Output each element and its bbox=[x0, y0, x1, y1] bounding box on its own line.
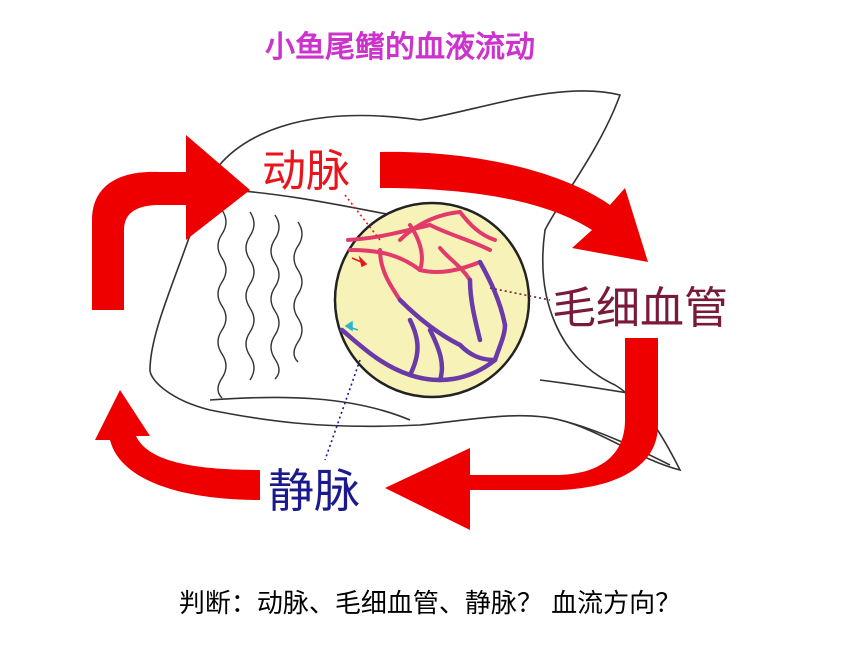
question-text: 判断：动脉、毛细血管、静脉？ 血流方向？ bbox=[178, 589, 682, 619]
arrow-left-up bbox=[92, 135, 250, 310]
artery-vessels bbox=[346, 210, 497, 302]
capillary-label: 毛细血管 bbox=[552, 283, 728, 334]
arrow-bottom-left bbox=[95, 390, 260, 500]
vein-pointer bbox=[324, 359, 361, 461]
page-title: 小鱼尾鳍的血液流动 bbox=[265, 30, 535, 65]
artery-label: 动脉 bbox=[262, 146, 350, 197]
fin-rays bbox=[217, 209, 303, 399]
arrow-top-right bbox=[380, 151, 648, 262]
capillary-pointer bbox=[489, 287, 551, 301]
vein-label: 静脉 bbox=[268, 464, 360, 518]
fish-tail-outline bbox=[149, 90, 682, 472]
flow-arrow-small-cyan bbox=[344, 320, 359, 332]
flow-arrow-small-red bbox=[351, 255, 368, 268]
vein-vessels bbox=[339, 259, 508, 383]
circulation-arrows bbox=[92, 135, 658, 530]
pointer-lines bbox=[324, 194, 551, 461]
arrow-right-down bbox=[385, 338, 658, 530]
